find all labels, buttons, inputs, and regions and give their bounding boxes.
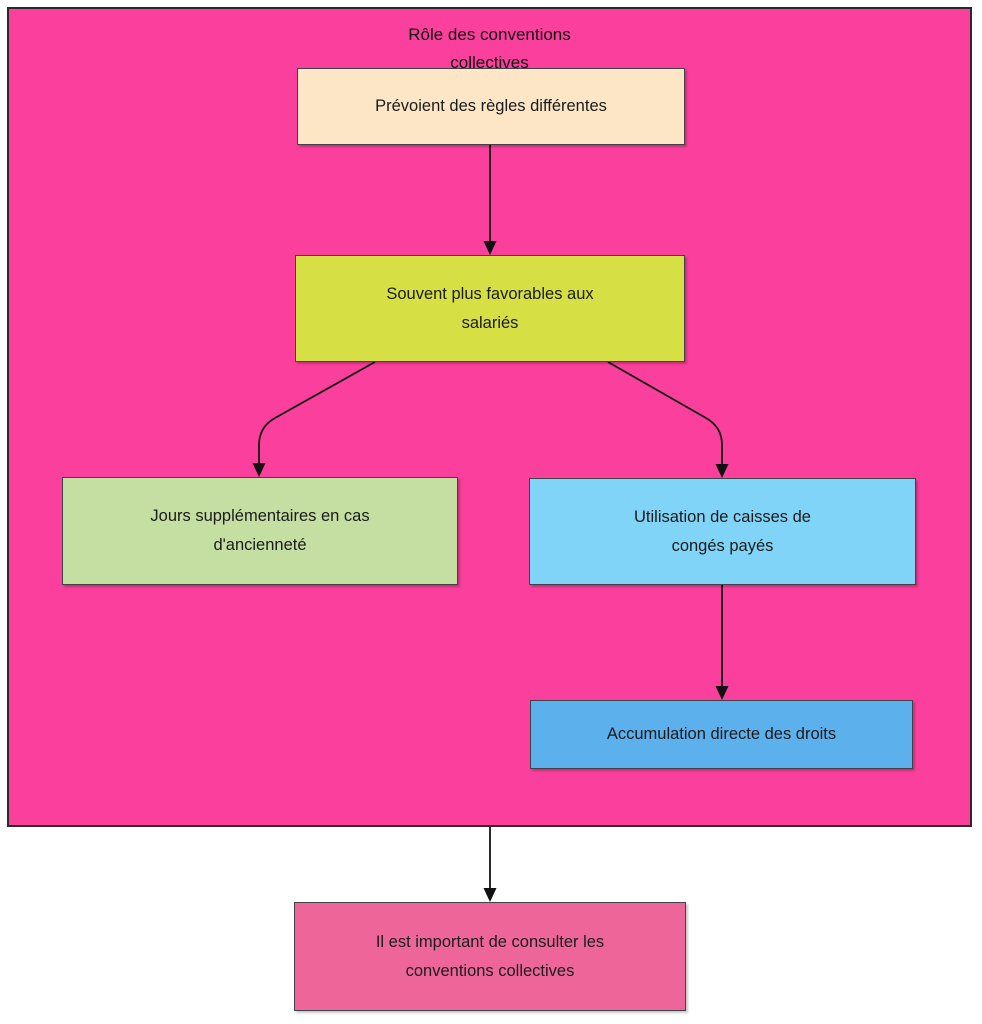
node-label: Souvent plus favorables aux salariés [386, 284, 594, 332]
node-souvent-plus-favorables-aux-salaries[interactable]: Souvent plus favorables aux salariés [295, 255, 685, 362]
node-prevoient-des-regles-differentes[interactable]: Prévoient des règles différentes [297, 68, 685, 145]
node-label: Prévoient des règles différentes [375, 97, 607, 115]
node-il-est-important-de-consulter-les-conventions-collectives[interactable]: Il est important de consulter les conven… [294, 902, 686, 1011]
node-label: Accumulation directe des droits [606, 725, 837, 743]
node-label: Jours supplémentaires en cas d'anciennet… [150, 507, 370, 554]
node-label: Utilisation de caisses de congés payés [633, 507, 811, 555]
node-utilisation-de-caisses-de-conges-payes[interactable]: Utilisation de caisses de congés payés [529, 478, 916, 585]
node-accumulation-directe-des-droits[interactable]: Accumulation directe des droits [530, 700, 913, 769]
node-jours-supplementaires-en-cas-d-anciennete[interactable]: Jours supplémentaires en cas d'anciennet… [62, 477, 458, 585]
node-label: Il est important de consulter les conven… [375, 932, 605, 980]
edge-container-to-consulter [483, 827, 497, 902]
